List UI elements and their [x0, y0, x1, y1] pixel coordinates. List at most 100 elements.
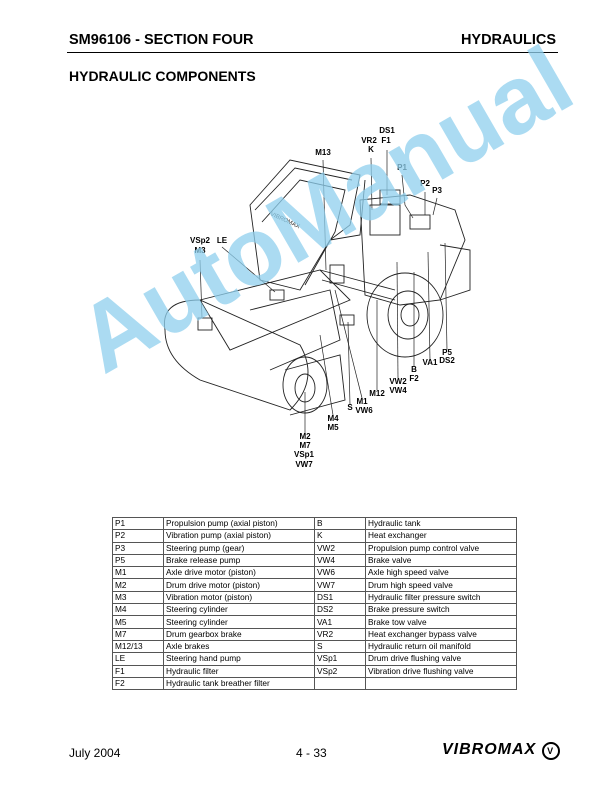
component-code: VW6 — [314, 566, 366, 580]
component-code: VW4 — [314, 553, 366, 568]
callout-DS2: DS2 — [439, 356, 455, 365]
callout-P2: P2 — [420, 179, 430, 188]
component-code: F2 — [112, 676, 164, 691]
component-code: VSp1 — [314, 652, 366, 666]
component-description: Brake valve — [365, 553, 517, 568]
cab-brand-text: VIBROMAX — [269, 211, 300, 230]
callout-VW6: VW6 — [355, 406, 373, 415]
component-code: VW7 — [314, 578, 366, 592]
component-description: Hydraulic filter — [163, 664, 315, 678]
component-description: Axle drive motor (piston) — [163, 566, 315, 580]
component-description: Heat exchanger — [365, 529, 517, 543]
component-code: DS1 — [314, 590, 366, 605]
component-description: Vibration drive flushing valve — [365, 664, 517, 678]
component-description: Axle brakes — [163, 639, 315, 654]
component-code: M2 — [112, 578, 164, 592]
component-description: Drum drive flushing valve — [365, 652, 517, 666]
component-description: Heat exchanger bypass valve — [365, 627, 517, 641]
component-description: Vibration motor (piston) — [163, 590, 315, 605]
callout-P1: P1 — [397, 163, 407, 172]
callout-B: B — [411, 365, 417, 374]
component-code: P1 — [112, 516, 164, 531]
component-description: Propulsion pump (axial piston) — [163, 516, 315, 531]
callout-M7: M7 — [299, 441, 311, 450]
component-description: Drum drive motor (piston) — [163, 578, 315, 592]
callout-VW7: VW7 — [295, 460, 313, 469]
roller-diagram: VIBROMAX — [164, 150, 471, 433]
component-description: Steering hand pump — [163, 652, 315, 666]
callout-K: K — [368, 145, 374, 154]
component-description: Drum high speed valve — [365, 578, 517, 592]
component-code: P2 — [112, 529, 164, 543]
component-description: Steering pump (gear) — [163, 541, 315, 555]
component-description: Brake tow valve — [365, 615, 517, 629]
logo-emblem-icon: V — [541, 742, 560, 760]
component-code: M1 — [112, 566, 164, 580]
component-code: DS2 — [314, 603, 366, 617]
header-rule — [67, 52, 558, 53]
callout-VSp2: VSp2 — [189, 236, 211, 245]
callout-M2: M2 — [299, 432, 311, 441]
component-description: Vibration pump (axial piston) — [163, 529, 315, 543]
page-number: 4 - 33 — [296, 746, 327, 760]
component-description — [365, 676, 517, 691]
component-description: Hydraulic tank — [365, 516, 517, 531]
callout-M5: M5 — [327, 423, 339, 432]
component-code: M12/13 — [112, 639, 164, 654]
component-code: K — [314, 529, 366, 543]
component-code — [314, 676, 366, 691]
component-code: B — [314, 516, 366, 531]
component-code: M3 — [112, 590, 164, 605]
component-code: VW2 — [314, 541, 366, 555]
callout-VW4: VW4 — [389, 386, 407, 395]
footer-date: July 2004 — [69, 746, 121, 760]
callout-S: S — [347, 403, 353, 412]
callout-VA1: VA1 — [422, 358, 438, 367]
callout-P3: P3 — [432, 186, 442, 195]
logo-text: VIBROMAX — [442, 741, 537, 758]
component-description: Hydraulic return oil manifold — [365, 639, 517, 654]
callout-VSp1: VSp1 — [293, 450, 315, 459]
header-topic: HYDRAULICS — [460, 32, 556, 48]
component-description: Hydraulic filter pressure switch — [365, 590, 517, 605]
header-section: SM96106 - SECTION FOUR — [69, 32, 254, 48]
component-description: Drum gearbox brake — [163, 627, 315, 641]
component-code: VSp2 — [314, 664, 366, 678]
component-code: M5 — [112, 615, 164, 629]
component-description: Hydraulic tank breather filter — [163, 676, 315, 691]
component-code: S — [314, 639, 366, 654]
callout-M3: M3 — [194, 246, 206, 255]
component-code: P3 — [112, 541, 164, 555]
component-code: M4 — [112, 603, 164, 617]
callout-M4: M4 — [327, 414, 339, 423]
component-code: P5 — [112, 553, 164, 568]
component-code: F1 — [112, 664, 164, 678]
callout-M12: M12 — [369, 389, 385, 398]
component-code: VA1 — [314, 615, 366, 629]
component-description: Axle high speed valve — [365, 566, 517, 580]
component-description: Steering cylinder — [163, 603, 315, 617]
component-code: LE — [112, 652, 164, 666]
callout-P5: P5 — [442, 348, 452, 357]
callout-F2: F2 — [409, 374, 419, 383]
callout-M1: M1 — [356, 397, 368, 406]
component-description: Brake pressure switch — [365, 603, 517, 617]
callout-LE: LE — [216, 236, 228, 245]
component-description: Brake release pump — [163, 553, 315, 568]
component-code: VR2 — [314, 627, 366, 641]
component-description: Propulsion pump control valve — [365, 541, 517, 555]
callout-VR2: VR2 — [361, 136, 377, 145]
